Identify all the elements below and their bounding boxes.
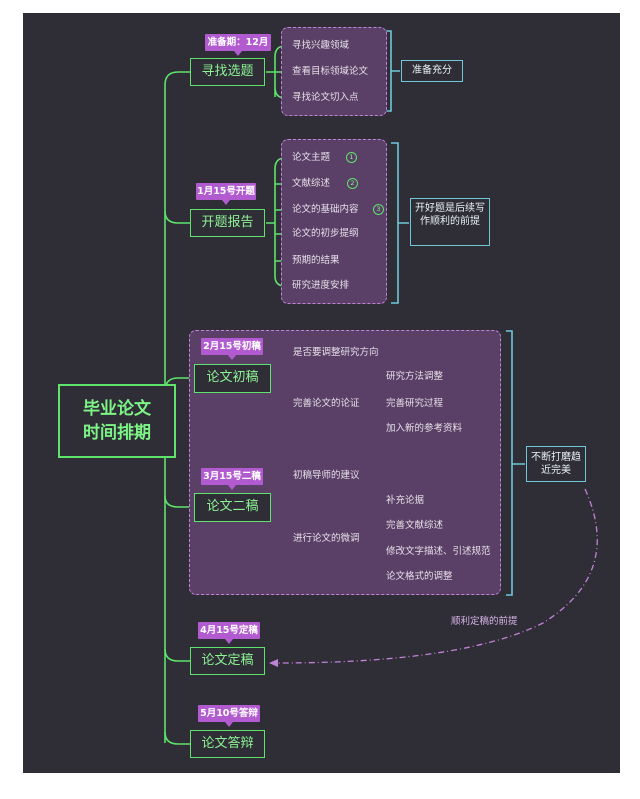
leaf-item: 完善论文的论证 xyxy=(293,398,360,409)
subleaf-item: 加入新的参考资料 xyxy=(386,423,463,434)
summary-ready: 准备充分 xyxy=(401,60,463,82)
leaf-item: 寻找论文切入点 xyxy=(292,92,359,103)
branch-node-final[interactable]: 论文定稿 xyxy=(190,647,265,675)
branch-tag: 准备期：12月 xyxy=(205,34,271,56)
leaf-item: 寻找兴趣领域 xyxy=(292,40,350,51)
branch-tag: 2月15号初稿 xyxy=(201,338,263,360)
leaf-item: 论文的基础内容 xyxy=(292,204,359,215)
leaf-item: 预期的结果 xyxy=(292,255,340,266)
root-node[interactable]: 毕业论文 时间排期 xyxy=(58,384,176,458)
subleaf-item: 补充论据 xyxy=(386,495,425,506)
subleaf-item: 论文格式的调整 xyxy=(386,571,453,582)
leaf-item: 论文主题 xyxy=(292,152,331,163)
subleaf-item: 完善文献综述 xyxy=(386,520,444,531)
root-title-line1: 毕业论文 xyxy=(83,399,151,419)
leaf-item: 查看目标领域论文 xyxy=(292,66,369,77)
branch-node-find-topic[interactable]: 寻找选题 xyxy=(190,58,265,86)
branch-node-defense[interactable]: 论文答辩 xyxy=(190,730,265,758)
leaf-item: 是否要调整研究方向 xyxy=(293,347,379,358)
branch-tag: 1月15号开题 xyxy=(196,183,256,205)
root-title-line2: 时间排期 xyxy=(83,423,151,443)
marker-2-icon: 2 xyxy=(347,178,358,189)
subleaf-item: 修改文字描述、引述规范 xyxy=(386,546,491,557)
proposal-leaf-group xyxy=(281,139,387,304)
subleaf-item: 完善研究过程 xyxy=(386,398,444,409)
leaf-item: 初稿导师的建议 xyxy=(293,470,360,481)
leaf-item: 进行论文的微调 xyxy=(293,533,360,544)
leaf-item: 文献综述 xyxy=(292,178,331,189)
branch-tag: 3月15号二稿 xyxy=(201,468,263,490)
marker-1-icon: 1 xyxy=(346,152,357,163)
subleaf-item: 研究方法调整 xyxy=(386,371,444,382)
topic-leaf-group xyxy=(281,27,387,116)
mindmap-canvas: 毕业论文 时间排期 准备期：12月 寻找选题 寻找兴趣领域 查看目标领域论文 寻… xyxy=(23,13,620,773)
summary-proposal: 开好题是后续写作顺利的前提 xyxy=(410,198,490,246)
leaf-item: 研究进度安排 xyxy=(292,280,350,291)
branch-node-second-draft[interactable]: 论文二稿 xyxy=(194,493,271,522)
relation-label: 顺利定稿的前提 xyxy=(451,616,518,627)
branch-tag: 5月10号答辩 xyxy=(198,705,260,727)
leaf-item: 论文的初步提纲 xyxy=(292,228,359,239)
branch-tag: 4月15号定稿 xyxy=(198,622,260,644)
marker-3-icon: 3 xyxy=(373,204,384,215)
branch-node-proposal[interactable]: 开题报告 xyxy=(190,209,265,237)
branch-node-first-draft[interactable]: 论文初稿 xyxy=(194,364,271,393)
summary-draft: 不断打磨趋近完美 xyxy=(526,446,586,482)
